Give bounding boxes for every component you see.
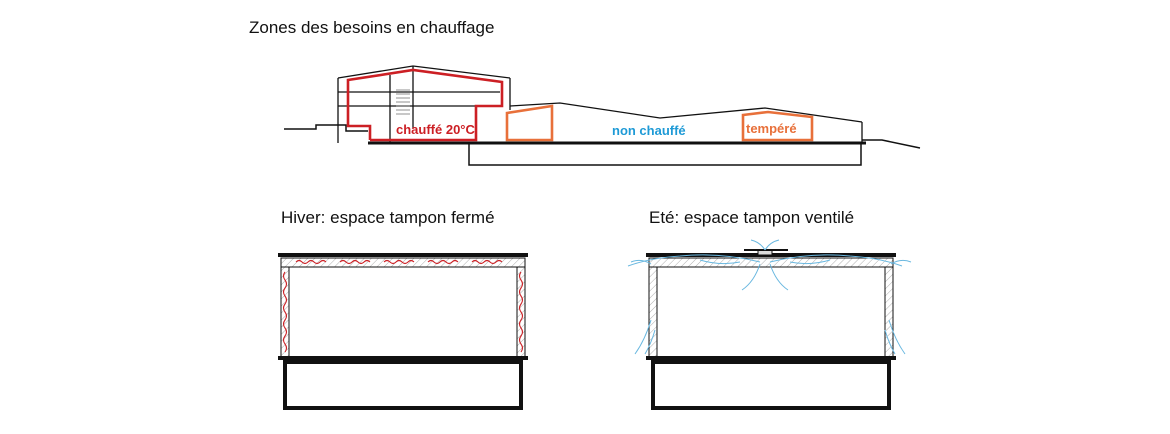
winter-diagram: [278, 253, 528, 410]
summer-title: Eté: espace tampon ventilé: [649, 208, 855, 227]
ground-line-left: [284, 124, 368, 132]
zone-label-heated: chauffé 20°C: [396, 122, 475, 137]
stair: [396, 89, 410, 115]
warm-air-squiggles: [282, 259, 524, 353]
tempered-zone-left: [505, 104, 554, 142]
building-section: [284, 65, 921, 166]
diagram-title: Zones des besoins en chauffage: [249, 18, 495, 37]
tempered-zone-right: [741, 110, 814, 142]
airflow-lines: [627, 239, 912, 355]
foundation-box: [468, 142, 862, 166]
ground-line-right: [862, 139, 921, 149]
zone-label-unheated: non chauffé: [612, 123, 686, 138]
heated-zone-outline: [346, 68, 504, 142]
summer-diagram: [627, 239, 912, 410]
winter-title: Hiver: espace tampon fermé: [281, 208, 495, 227]
office-block: [337, 65, 511, 143]
warehouse-roof: [509, 102, 863, 123]
zone-label-tempered: tempéré: [746, 121, 797, 136]
